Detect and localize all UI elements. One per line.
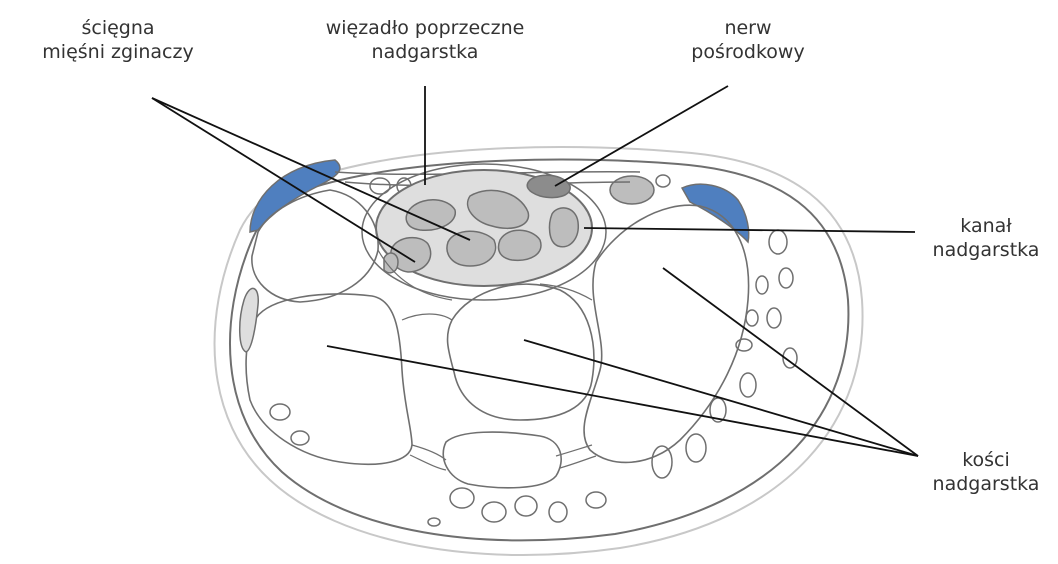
label-line: nadgarstka <box>914 472 1058 496</box>
vessel <box>610 176 654 204</box>
label-line: więzadło poprzeczne <box>300 16 550 40</box>
tendon <box>756 276 768 294</box>
muscle-right <box>682 184 749 242</box>
tendon <box>550 208 579 247</box>
label-nerve: nerw pośrodkowy <box>650 16 846 64</box>
label-line: nadgarstka <box>914 238 1058 262</box>
median-nerve <box>527 175 570 197</box>
ligament-line <box>560 456 596 468</box>
tendon <box>652 446 672 478</box>
tendon <box>767 308 781 328</box>
tendon <box>291 431 309 445</box>
carpal-bone <box>443 432 561 488</box>
leader-line-tendons <box>152 98 470 240</box>
label-line: mięśni zginaczy <box>20 40 216 64</box>
tendon <box>499 230 541 260</box>
label-tendons: ścięgna mięśni zginaczy <box>20 16 216 64</box>
tendon <box>769 230 787 254</box>
label-canal: kanał nadgarstka <box>914 214 1058 262</box>
tendon <box>450 488 474 508</box>
carpal-bone <box>584 205 749 462</box>
tendon <box>549 502 567 522</box>
label-line: nadgarstka <box>300 40 550 64</box>
leader-line-bones <box>663 268 918 456</box>
tendon <box>515 496 537 516</box>
tendon <box>482 502 506 522</box>
label-line: pośrodkowy <box>650 40 846 64</box>
label-line: kanał <box>914 214 1058 238</box>
label-ligament: więzadło poprzeczne nadgarstka <box>300 16 550 64</box>
ligament-line <box>402 314 452 320</box>
label-line: ścięgna <box>20 16 216 40</box>
label-line: nerw <box>650 16 846 40</box>
carpal-bone <box>448 284 594 420</box>
tendon <box>586 492 606 508</box>
label-bones: kości nadgarstka <box>914 448 1058 496</box>
leader-line-tendons <box>152 98 415 262</box>
tendon <box>270 404 290 420</box>
muscle-left <box>250 160 340 232</box>
tendon <box>447 231 496 266</box>
carpal-bone <box>246 294 412 464</box>
tendon <box>686 434 706 462</box>
ligament-line <box>410 455 446 470</box>
ligament-line <box>556 445 592 456</box>
tendon <box>428 518 440 526</box>
leader-line-nerve <box>555 86 728 186</box>
tendon <box>740 373 756 397</box>
vessel <box>656 175 670 187</box>
tendon <box>779 268 793 288</box>
label-line: kości <box>914 448 1058 472</box>
leader-line-canal <box>584 228 915 232</box>
tendon <box>746 310 758 326</box>
tendon <box>240 288 259 352</box>
